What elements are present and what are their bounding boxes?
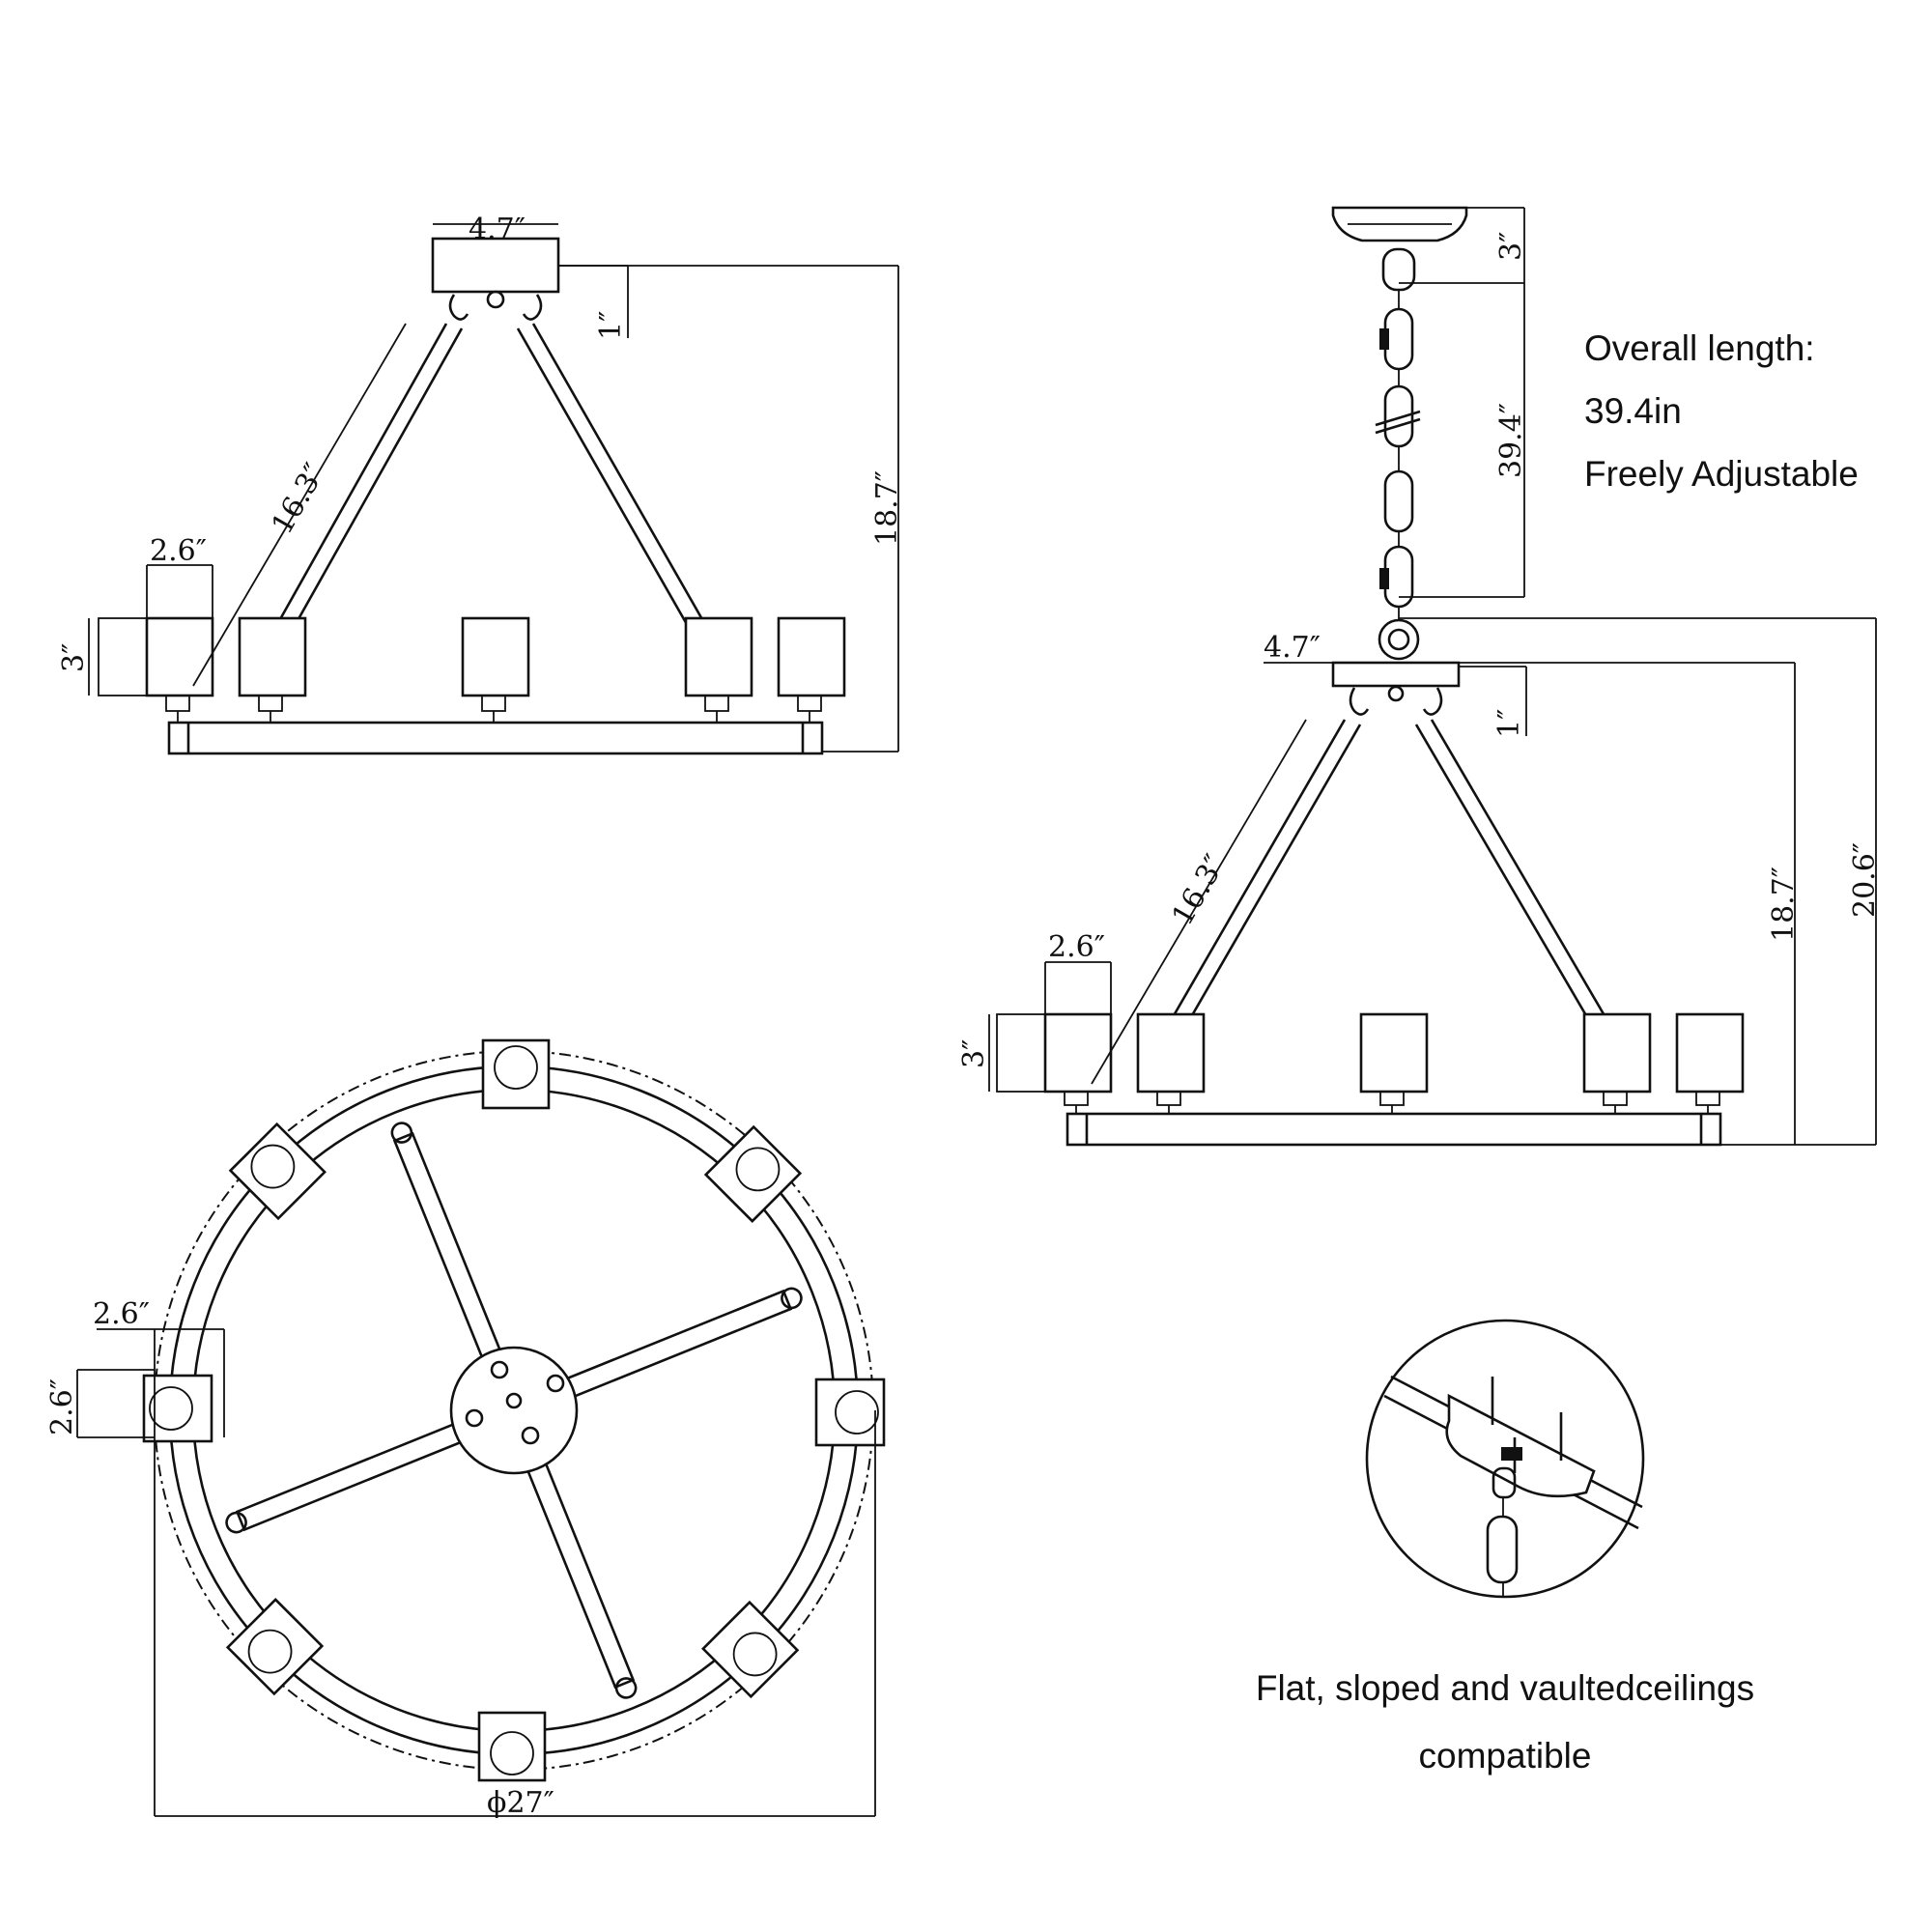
shade-icon [98,616,846,723]
front-view: 4.7″ 1″ 16.3″ 18.7″ 2.6″ 3″ [57,213,904,755]
chain-link-icon [1375,247,1421,620]
front-arm-length-label: 16.3″ [266,458,332,540]
hang-chain-length-label: 39.4″ [1494,403,1528,478]
front-overall-height-label: 18.7″ [870,470,904,546]
ceiling-compatibility-note: Flat, sloped and vaultedceilings compati… [1256,1668,1754,1776]
front-shade-width-label: 2.6″ [150,534,207,568]
shade-icon [996,1012,1745,1114]
shade-icon [142,1038,886,1782]
front-canopy-width-label: 4.7″ [469,213,526,246]
hang-body-height-label: 18.7″ [1767,867,1801,942]
top-diameter-label: ϕ27″ [487,1786,554,1820]
hang-overall-height-label: 20.6″ [1848,842,1882,918]
chain-note-line-3: Freely Adjustable [1584,454,1859,494]
ceiling-note-line-2: compatible [1419,1736,1592,1776]
chain-note-line-2: 39.4in [1584,391,1682,431]
canopy-icon [431,237,560,294]
hang-arm-length-label: 16.3″ [1166,849,1233,931]
hang-shade-height-label: 3″ [957,1039,991,1068]
ceiling-note-line-1: Flat, sloped and vaultedceilings [1256,1668,1754,1708]
sloped-ceiling-detail-icon [1365,1319,1645,1599]
top-view: 2.6″ 2.6″ ϕ27″ [45,1038,886,1820]
top-shade-depth-label: 2.6″ [45,1378,79,1435]
chain-note-line-1: Overall length: [1584,328,1815,368]
chain-length-note: Overall length: 39.4in Freely Adjustable [1584,328,1859,494]
hang-canopy-height-label: 3″ [1494,232,1528,261]
hang-shade-width-label: 2.6″ [1048,930,1105,964]
front-canopy-drop-label: 1″ [594,311,628,340]
top-shade-width-label: 2.6″ [93,1297,150,1331]
hanging-view: 3″ 39.4″ 4.7″ 1″ 16.3″ 18.7″ 20.6″ 2.6″ … [957,206,1882,1147]
hang-canopy-drop-label: 1″ [1492,709,1526,738]
front-shade-height-label: 3″ [57,643,91,672]
hang-canopy-width-label: 4.7″ [1264,631,1321,665]
